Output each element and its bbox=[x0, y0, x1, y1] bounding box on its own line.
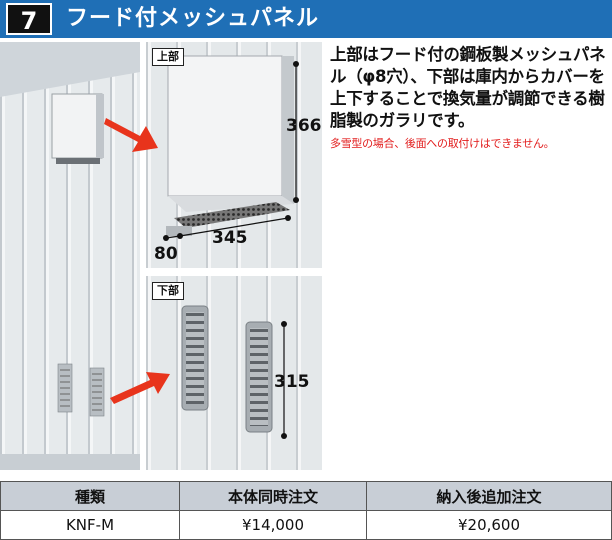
dimension-315: 315 bbox=[274, 372, 310, 392]
lower-detail-photo: 下部 315 bbox=[146, 276, 322, 470]
cell-price-later: ¥20,600 bbox=[366, 510, 612, 540]
product-description: 上部はフード付の鋼板製メッシュパネル（φ8穴）、下部は庫内からカバーを上下するこ… bbox=[330, 45, 606, 130]
dimension-80: 80 bbox=[154, 244, 178, 264]
overview-photo bbox=[0, 42, 140, 470]
dimension-lines-upper bbox=[163, 61, 299, 241]
louver-illustration bbox=[146, 276, 322, 470]
dimension-345: 345 bbox=[212, 228, 248, 248]
header-type: 種類 bbox=[0, 481, 180, 511]
cell-model: KNF-M bbox=[0, 510, 180, 540]
lower-label: 下部 bbox=[152, 282, 184, 300]
header-later-order: 納入後追加注文 bbox=[366, 481, 612, 511]
section-number: 7 bbox=[6, 3, 52, 35]
upper-label: 上部 bbox=[152, 48, 184, 66]
table-row: KNF-M ¥14,000 ¥20,600 bbox=[0, 510, 612, 540]
pricing-table: 種類 本体同時注文 納入後追加注文 KNF-M ¥14,000 ¥20,600 bbox=[0, 481, 612, 540]
overview-illustration bbox=[0, 42, 140, 470]
snow-note: 多雪型の場合、後面への取付けはできません。 bbox=[330, 137, 555, 150]
section-title: フード付メッシュパネル bbox=[66, 6, 320, 31]
dimension-366: 366 bbox=[286, 116, 322, 136]
hood-panel-illustration bbox=[146, 42, 322, 268]
header-same-order: 本体同時注文 bbox=[179, 481, 367, 511]
dimension-lines-lower bbox=[281, 321, 287, 439]
section-header: 7 フード付メッシュパネル bbox=[0, 0, 612, 38]
table-header-row: 種類 本体同時注文 納入後追加注文 bbox=[0, 481, 612, 511]
upper-detail-photo: 上部 366 345 80 bbox=[146, 42, 322, 268]
cell-price-same: ¥14,000 bbox=[179, 510, 367, 540]
